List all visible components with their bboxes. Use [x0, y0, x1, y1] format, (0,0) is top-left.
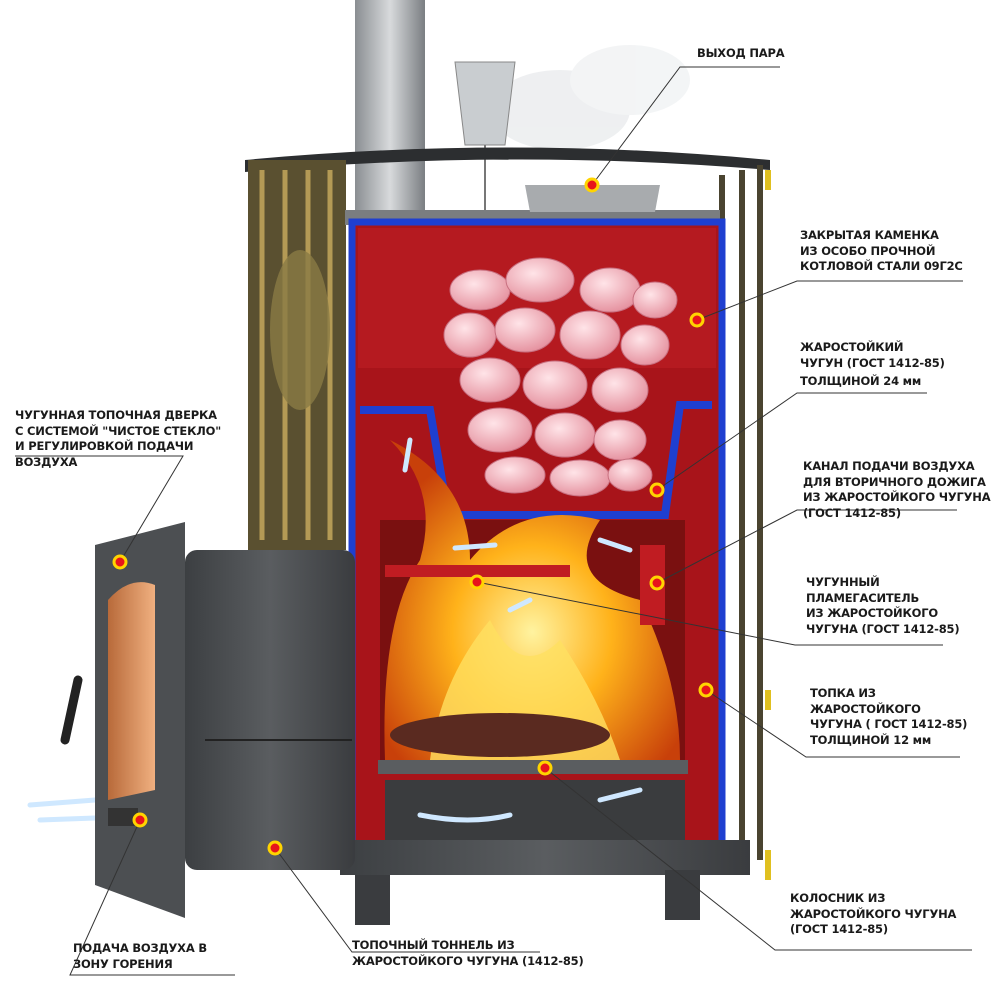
water-bucket [454, 61, 516, 146]
door-glass [108, 582, 155, 800]
steam [490, 45, 690, 150]
logs [390, 713, 610, 757]
stove-base [340, 840, 750, 875]
grate [378, 760, 688, 774]
steam-outlet-vent [525, 185, 660, 212]
label-steam-outlet: ВЫХОД ПАРА [697, 46, 785, 60]
flame-arrester [385, 565, 570, 577]
fire-tunnel [185, 550, 355, 870]
decorative-grille-left [248, 160, 346, 550]
cast-iron-cup-outline [360, 401, 712, 519]
callout-markers [112, 177, 714, 856]
stones [443, 257, 678, 497]
air-regulator [108, 808, 138, 826]
airflow-arrows [27, 437, 643, 823]
leader-lines [15, 66, 972, 976]
top-rim [245, 147, 770, 172]
door-handle [60, 675, 83, 745]
decorative-grille-right [719, 165, 771, 880]
